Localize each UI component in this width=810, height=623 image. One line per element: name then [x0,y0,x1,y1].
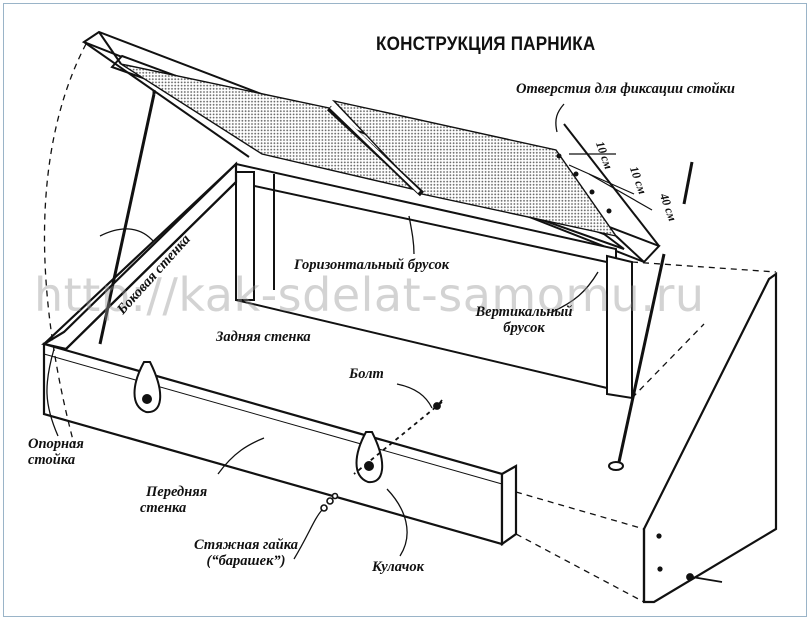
support-rod-right [608,161,694,471]
lid-frame [81,30,661,264]
label-vertical-bar-line2: брусок [503,320,545,336]
label-vertical-bar: Вертикальный брусок [464,304,584,336]
fixing-holes [556,153,612,214]
label-front-wall-line1: Передняя [146,484,208,500]
label-front-wall: Передняя стенка [140,484,207,516]
label-vertical-bar-line1: Вертикальный [475,304,573,320]
lid-mesh-left [120,63,415,191]
label-nut-line1: Стяжная гайка [194,537,298,553]
diagram-title: КОНСТРУКЦИЯ ПАРНИКА [376,34,596,55]
dashed-guides [43,43,777,603]
cam-left [133,361,162,414]
bolt [353,399,443,475]
diagram-frame: http://kak-sdelat-samomu.ru КОНСТРУКЦИЯ … [3,3,807,617]
wing-nut [320,492,339,512]
label-support-line1: Опорная [28,436,84,452]
label-holes: Отверстия для фиксации стойки [516,81,735,97]
label-horizontal-bar: Горизонтальный брусок [294,257,450,273]
cam-right [355,431,384,484]
label-cam: Кулачок [372,559,424,575]
label-nut-line2: (“барашек”) [206,553,286,569]
leader-lines [46,103,599,560]
label-nut: Стяжная гайка (“барашек”) [186,537,306,569]
dimension-arrows [568,153,653,211]
greenhouse-drawing [41,30,778,604]
bolt-right [686,573,723,583]
label-front-wall-line2: стенка [140,500,187,516]
right-side-wall [642,271,778,604]
support-rod-left [98,90,156,345]
watermark: http://kak-sdelat-samomu.ru [34,268,705,322]
back-wall [235,162,633,400]
label-bolt: Болт [349,366,384,382]
label-support-line2: стойка [28,452,76,468]
label-back-wall: Задняя стенка [216,329,311,345]
label-support: Опорная стойка [28,436,84,468]
